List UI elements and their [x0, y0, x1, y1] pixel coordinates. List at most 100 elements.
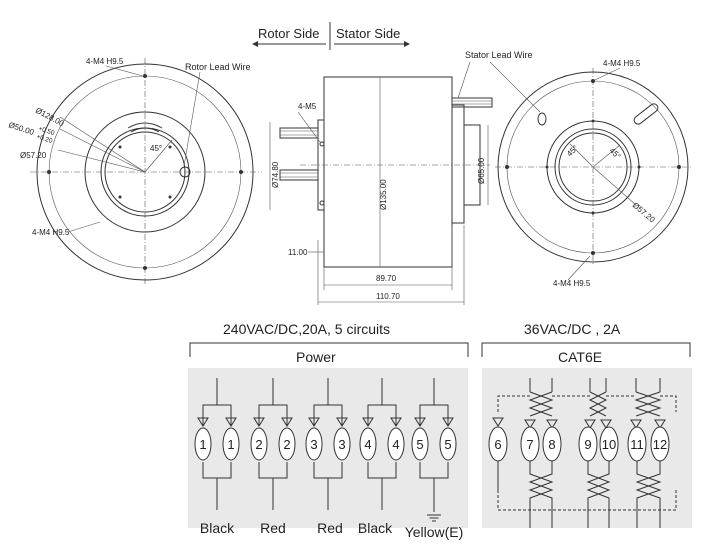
dim-leader: [105, 65, 144, 77]
rotor-bore-dia: Ø50.00: [7, 120, 35, 137]
dim-leader: [594, 67, 621, 81]
contact-arrow: [414, 417, 426, 427]
circuit-number: 2: [283, 437, 290, 452]
side-view: 4-M5 Ø74.80 Ø135.00 Ø65.00 11.00 89.70 1…: [269, 76, 493, 305]
ring-contact: [439, 427, 457, 461]
contact-arrow: [546, 419, 558, 429]
circuit-number: 1: [227, 437, 234, 452]
signal-number: 8: [548, 437, 555, 452]
stator-holes-top-label: 4-M4 H9.5: [603, 59, 641, 68]
stator-shoulder: [451, 104, 465, 224]
rotor-wire-slot: [127, 122, 163, 129]
contact-arrow: [492, 417, 504, 427]
stator-holes-bottom-label: 4-M4 H9.5: [553, 279, 591, 288]
dim-11: 11.00: [288, 248, 308, 257]
twisted-pair-top: [528, 378, 662, 417]
circuit-number: 5: [416, 437, 423, 452]
side-header: Rotor Side Stator Side: [252, 22, 410, 50]
rotor-bore-tol-minus: +0.20: [35, 133, 53, 145]
signal-number: 10: [602, 437, 616, 452]
dim-leader: [297, 111, 321, 143]
shield-drain-top: [497, 395, 677, 412]
stator-screw-hole: [591, 119, 595, 123]
contact-arrow: [225, 417, 237, 427]
wire-color-label: Black: [358, 520, 393, 536]
circuit-number: 4: [392, 437, 399, 452]
contact-arrow: [336, 417, 348, 427]
slip-ring-body: [323, 76, 453, 268]
rotor-pcd-dia: Ø57.20: [20, 151, 47, 160]
rotor-hole-bottom: [143, 266, 147, 270]
stator-lead-wire-label: Stator Lead Wire: [465, 50, 533, 60]
stator-end-view: Stator Lead Wire 4-M4 H9.5 45° 45° Ø57.2…: [457, 50, 692, 288]
signal-number: 12: [653, 437, 667, 452]
stator-hole-left: [505, 165, 509, 169]
power-circuit: 5 5 Yellow(E): [405, 378, 463, 540]
power-circuit: 4 4 Black: [358, 378, 405, 536]
wire-split: [419, 404, 449, 426]
dim-leader: [59, 128, 146, 173]
m5-label: 4-M5: [298, 102, 317, 111]
contact-arrow: [281, 417, 293, 427]
signal-number: 7: [526, 437, 533, 452]
dia-65: Ø65.00: [477, 157, 486, 184]
stator-arrow-head: [404, 41, 410, 47]
power-circuit: 2 2 Red: [250, 378, 296, 536]
schematic-header: 240VAC/DC,20A, 5 circuits Power 36VAC/DC…: [189, 321, 691, 365]
stator-hole-bottom: [591, 251, 595, 255]
signal-number: 9: [584, 437, 591, 452]
rotor-holes-top-label: 4-M4 H9.5: [86, 57, 124, 66]
dia-135: Ø135.00: [379, 179, 388, 210]
dim-leader: [57, 149, 146, 173]
ring-contact: [278, 427, 296, 461]
rotor-hole-top: [143, 74, 147, 78]
dim-leader: [59, 116, 146, 173]
rotor-wire-bundle-bottom: [279, 169, 319, 181]
rotor-hole-right: [239, 170, 243, 174]
ring-contact: [359, 427, 377, 461]
rotor-lead-port: [179, 166, 191, 178]
power-circuit: 3 3 Red: [305, 378, 351, 536]
ring-contact: [250, 427, 268, 461]
power-circuits: 1 1 Black 2 2 Red 3: [194, 378, 463, 540]
power-bracket: [189, 342, 469, 357]
rotor-angle: 45°: [150, 144, 162, 153]
lead-wire-leader: [457, 61, 471, 99]
stator-angle-b: 45°: [608, 146, 623, 161]
rotor-side-label: Rotor Side: [258, 26, 319, 41]
contact-arrow: [524, 419, 536, 429]
twisted-pair-bottom: [497, 461, 662, 528]
dim-89-70: 89.70: [376, 274, 397, 283]
power-spec: 240VAC/DC,20A, 5 circuits: [223, 321, 390, 337]
rotor-screw-hole: [168, 145, 172, 149]
stator-wire-bundle: [451, 97, 493, 108]
rotor-screw-hole: [118, 195, 122, 199]
wire-color-label: Red: [317, 520, 343, 536]
wire-split: [202, 404, 232, 426]
contact-arrow: [600, 419, 612, 429]
circuit-number: 4: [364, 437, 371, 452]
lead-wire-leader: [183, 71, 201, 167]
stator-hole-right: [677, 165, 681, 169]
ring-contact: [333, 427, 351, 461]
signal-group-label: CAT6E: [558, 349, 602, 365]
contact-arrow: [654, 419, 666, 429]
stator-screw-hole: [637, 165, 641, 169]
angle-leader: [592, 144, 621, 168]
circuit-number: 2: [255, 437, 262, 452]
dim-110-70: 110.70: [376, 292, 400, 301]
contact-arrow: [390, 417, 402, 427]
contact-arrow: [197, 417, 209, 427]
ring-contact: [411, 427, 429, 461]
stator-screw-hole: [591, 211, 595, 215]
signal-number: 11: [630, 437, 644, 452]
contact-arrow: [442, 417, 454, 427]
wire-split: [313, 404, 343, 426]
contact-arrow: [253, 417, 265, 427]
dia-74-80: Ø74.80: [271, 161, 280, 188]
circuit-number: 3: [338, 437, 345, 452]
rotor-end-view: 4-M4 H9.5 Rotor Lead Wire Ø128.00 Ø50.00…: [7, 57, 262, 286]
dim-leader: [592, 166, 637, 206]
lead-wire-leader: [489, 61, 541, 113]
